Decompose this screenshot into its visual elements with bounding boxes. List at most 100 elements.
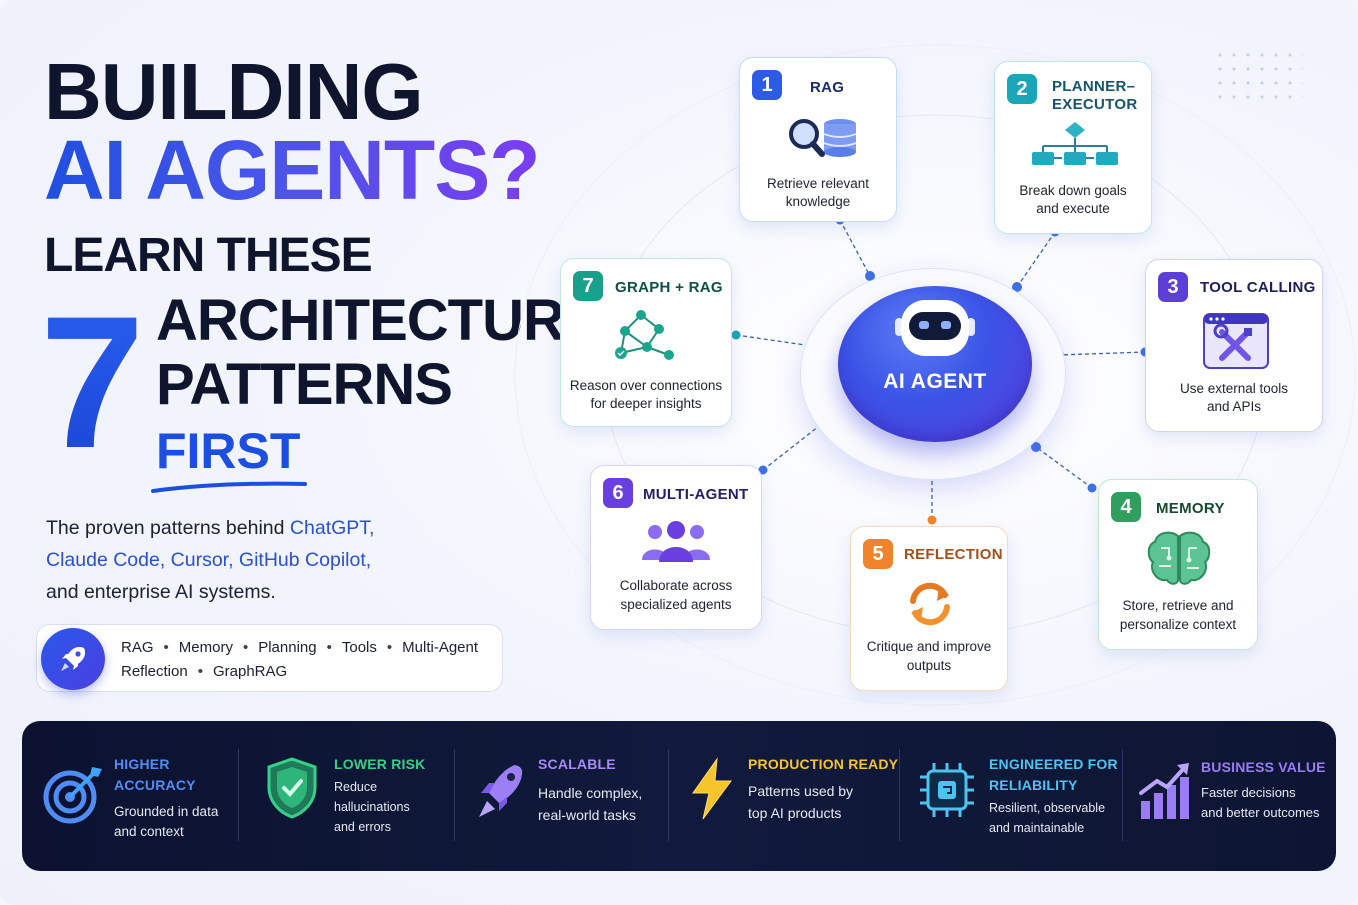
pattern-card-multi-agent: 6 MULTI-AGENT Collaborate across special… xyxy=(590,465,762,630)
pattern-desc: knowledge xyxy=(785,194,851,209)
pattern-number: 3 xyxy=(1158,272,1188,302)
headline-first: FIRST xyxy=(156,423,301,479)
divider xyxy=(668,749,669,841)
benefit-desc: Patterns used by top AI products xyxy=(748,780,853,824)
pattern-desc: and APIs xyxy=(1206,399,1262,414)
robot-icon xyxy=(895,300,975,356)
pattern-card-reflection: 5 REFLECTION Critique and improve output… xyxy=(850,526,1008,691)
benefit-desc-line: and context xyxy=(114,824,184,839)
divider xyxy=(454,749,455,841)
pattern-number: 1 xyxy=(752,70,782,100)
topics-pill: RAG•Memory•Planning•Tools•Multi-Agent Re… xyxy=(36,624,503,692)
pattern-number: 5 xyxy=(863,539,893,569)
pattern-desc: outputs xyxy=(906,658,952,673)
benefit-higher-accuracy: HIGHER ACCURACY Grounded in data and con… xyxy=(22,721,237,871)
benefits-bar: HIGHER ACCURACY Grounded in data and con… xyxy=(22,721,1336,871)
benefit-desc-line: and errors xyxy=(334,820,391,834)
pattern-desc: Store, retrieve and xyxy=(1122,598,1234,613)
headline-ai-agents: AI AGENTS? xyxy=(44,123,541,217)
benefit-title: ENGINEERED FOR RELIABILITY xyxy=(989,754,1118,796)
pattern-card-tool-calling: 3 TOOL CALLING Use external tools and AP… xyxy=(1145,259,1323,432)
topic-multi-agent: Multi-Agent xyxy=(402,639,479,656)
benefit-title-line: ENGINEERED FOR xyxy=(989,756,1118,772)
benefit-desc: Faster decisions and better outcomes xyxy=(1201,783,1320,823)
lightning-icon xyxy=(692,757,732,820)
benefit-scalable: SCALABLE Handle complex, real-world task… xyxy=(455,721,668,871)
benefit-title-line: ACCURACY xyxy=(114,777,196,793)
rocket-icon xyxy=(41,628,105,690)
pattern-desc: Break down goals xyxy=(1019,183,1127,198)
pattern-desc: for deeper insights xyxy=(590,396,702,411)
topic-graphrag: GraphRAG xyxy=(212,663,288,680)
benefit-desc: Handle complex, real-world tasks xyxy=(538,782,642,826)
pattern-desc: Collaborate across xyxy=(619,578,733,593)
pattern-title-line: PLANNER– xyxy=(1052,78,1136,95)
pattern-desc: specialized agents xyxy=(620,597,732,612)
pattern-card-planner-executor: 2 PLANNER– EXECUTOR Break down goals and… xyxy=(994,61,1152,234)
search-database-icon xyxy=(789,119,857,157)
refresh-icon xyxy=(910,582,950,626)
benefit-desc-line: Patterns used by xyxy=(748,783,854,799)
pattern-title-line: EXECUTOR xyxy=(1052,96,1138,113)
topic-planning: Planning xyxy=(258,639,317,656)
benefit-title-line: RELIABILITY xyxy=(989,777,1078,793)
pattern-desc: personalize context xyxy=(1119,617,1237,632)
growth-chart-icon xyxy=(1139,763,1189,819)
pattern-title: TOOL CALLING xyxy=(1200,279,1316,296)
rocket-icon xyxy=(479,765,523,817)
benefit-lower-risk: LOWER RISK Reduce hallucinations and err… xyxy=(239,721,453,871)
benefit-title: PRODUCTION READY xyxy=(748,756,899,772)
pattern-desc: Retrieve relevant xyxy=(766,176,870,191)
benefit-production-ready: PRODUCTION READY Patterns used by top AI… xyxy=(669,721,899,871)
benefit-desc-line: and better outcomes xyxy=(1201,805,1320,820)
benefit-desc-line: Grounded in data xyxy=(114,804,219,819)
headline-building: BUILDING xyxy=(44,47,424,136)
benefit-desc-line: and maintainable xyxy=(989,821,1085,835)
description-text: and enterprise AI systems. xyxy=(46,581,276,603)
users-icon xyxy=(642,521,710,562)
pattern-title: PLANNER– EXECUTOR xyxy=(1052,78,1137,114)
flowchart-icon xyxy=(1032,122,1118,165)
shield-icon xyxy=(267,757,317,819)
divider xyxy=(1122,749,1123,841)
topics-row-2: Reflection•GraphRAG xyxy=(121,663,288,680)
topic-rag: RAG xyxy=(121,639,154,656)
benefit-title: LOWER RISK xyxy=(334,756,426,772)
topic-memory: Memory xyxy=(178,639,233,656)
benefit-title: SCALABLE xyxy=(538,756,616,772)
pattern-number: 6 xyxy=(603,478,633,508)
pattern-number: 7 xyxy=(573,271,603,301)
benefit-desc: Grounded in data and context xyxy=(114,802,218,842)
pattern-title: REFLECTION xyxy=(904,546,1003,563)
divider xyxy=(899,749,900,841)
benefit-title: BUSINESS VALUE xyxy=(1201,759,1326,775)
benefit-title-line: HIGHER xyxy=(114,756,170,772)
description-text: The proven patterns behind xyxy=(46,517,290,539)
brain-icon xyxy=(1147,531,1211,585)
topics-row-1: RAG•Memory•Planning•Tools•Multi-Agent xyxy=(121,639,479,656)
pattern-title: RAG xyxy=(810,79,845,96)
pattern-number: 4 xyxy=(1111,492,1141,522)
benefit-desc-line: Reduce hallucinations xyxy=(334,780,410,814)
benefit-desc-line: real-world tasks xyxy=(538,807,637,823)
benefit-desc-line: Resilient, observable xyxy=(989,801,1106,815)
graph-icon xyxy=(615,310,674,360)
pattern-desc: Critique and improve xyxy=(866,639,992,654)
benefit-desc: Resilient, observable and maintainable xyxy=(989,798,1105,838)
pattern-card-graph-rag: 7 GRAPH + RAG Reason over connections fo… xyxy=(560,258,732,427)
description: The proven patterns behind ChatGPT, Clau… xyxy=(46,512,466,608)
divider xyxy=(238,749,239,841)
dot-pattern xyxy=(1213,48,1303,108)
pattern-desc: and execute xyxy=(1036,201,1110,216)
benefit-desc-line: Faster decisions xyxy=(1201,785,1296,800)
pattern-title: MULTI-AGENT xyxy=(643,486,749,503)
headline-number: 7 xyxy=(40,277,145,487)
benefit-title: HIGHER ACCURACY xyxy=(114,754,196,796)
pattern-desc: Reason over connections xyxy=(569,378,723,393)
chip-icon xyxy=(920,763,974,817)
headline-patterns: PATTERNS xyxy=(156,352,453,417)
pattern-title: MEMORY xyxy=(1156,500,1225,517)
benefit-desc-line: top AI products xyxy=(748,805,842,821)
description-highlight: Claude Code, Cursor, GitHub Copilot, xyxy=(46,549,372,571)
